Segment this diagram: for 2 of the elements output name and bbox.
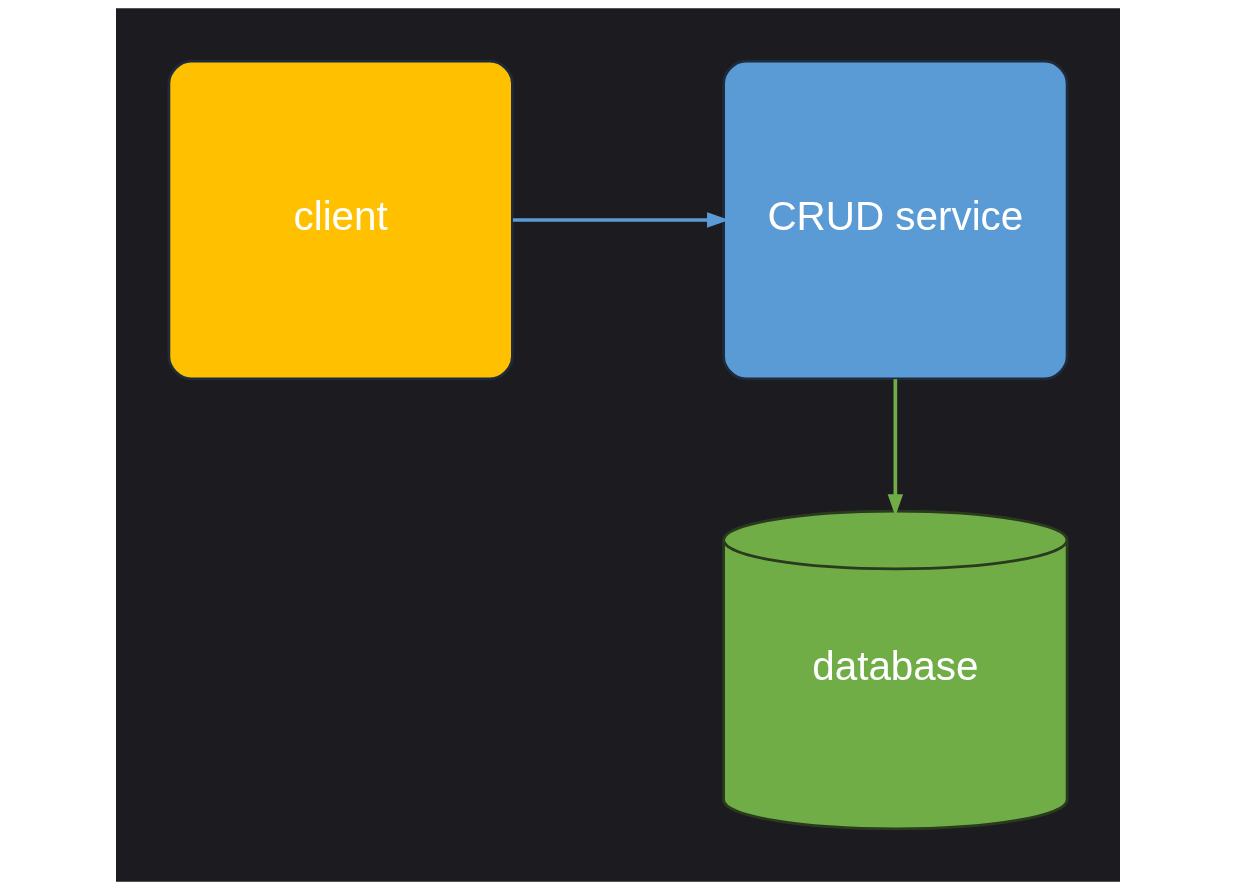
node-box: client (167, 59, 514, 381)
node-box: CRUD service (721, 59, 1068, 381)
